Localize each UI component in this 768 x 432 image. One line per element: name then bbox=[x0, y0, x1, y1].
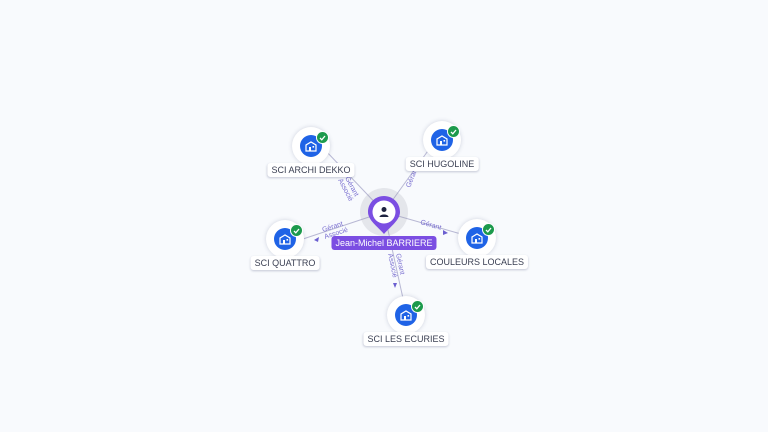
person-icon bbox=[377, 205, 391, 219]
company-name-label[interactable]: SCI LES ECURIES bbox=[363, 332, 449, 346]
company-name-label[interactable]: SCI HUGOLINE bbox=[405, 157, 479, 171]
company-name-label[interactable]: COULEURS LOCALES bbox=[425, 255, 529, 269]
check-badge-icon bbox=[316, 131, 329, 144]
person-name-label[interactable]: Jean-Michel BARRIERE bbox=[331, 236, 437, 250]
edge-arrowhead bbox=[314, 237, 319, 242]
edge-label-associe: Associé bbox=[386, 253, 398, 279]
check-badge-icon bbox=[411, 300, 424, 313]
company-name-label[interactable]: SCI QUATTRO bbox=[250, 256, 320, 270]
check-badge-icon bbox=[290, 224, 303, 237]
edge-label-gerant: Gérant bbox=[419, 219, 442, 232]
check-badge-icon bbox=[482, 223, 495, 236]
edge-label-gerant: Gérant bbox=[394, 253, 405, 275]
edge-arrowhead bbox=[393, 283, 397, 288]
check-badge-icon bbox=[447, 125, 460, 138]
company-name-label[interactable]: SCI ARCHI DEKKO bbox=[267, 163, 355, 177]
edge-arrowhead bbox=[443, 230, 448, 235]
